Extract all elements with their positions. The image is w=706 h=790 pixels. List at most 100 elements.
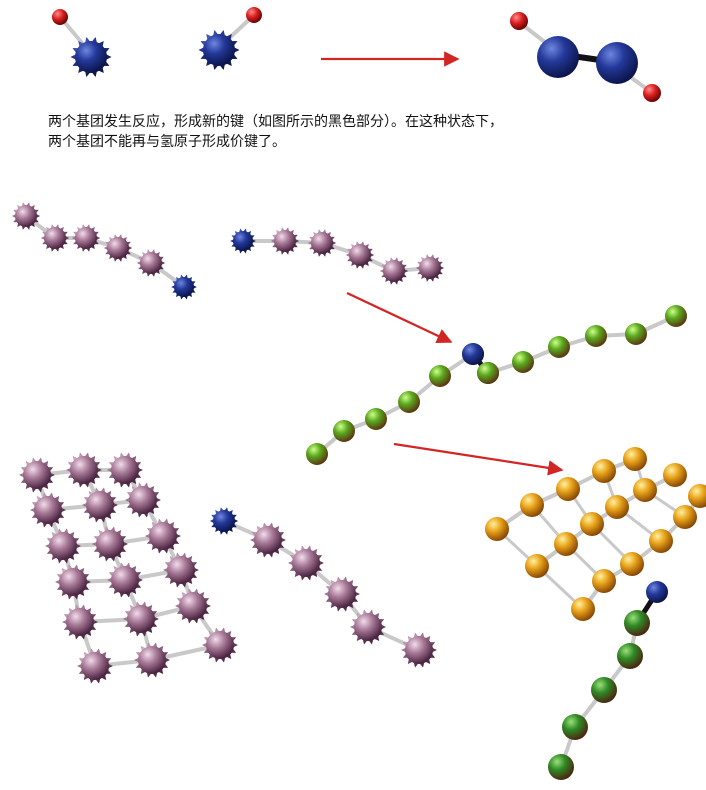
network-mauve-atom-core [23,461,51,489]
caption-line-1: 两个基团发生反应，形成新的键（如图所示的黑色部分）。在这种状态下， [48,114,503,130]
network-mauve-atom [134,642,170,678]
network-mauve-atom [175,588,211,624]
network-mauve-atom-core [127,605,155,633]
orange-atom [485,517,509,541]
network-mauve-atom [123,601,159,637]
reaction-arrow-middle [346,292,453,344]
network-mauve-atom [202,627,238,663]
mauve-chain-right-atom [345,241,375,269]
network-mauve-atom [107,452,143,488]
mauve-chain3-atom-core [292,549,320,577]
network-mauve-atom-core [111,566,139,594]
orange-atom [688,484,706,508]
mauve-chain-left-atom-core [107,237,129,259]
green-chain-left-atom [306,443,328,465]
mauve-chain-right-atom-core [419,257,441,279]
mauve-chain-right-atom [307,229,337,257]
network-mauve-atom-core [70,456,98,484]
orange-atom [520,493,544,517]
mauve-chain-right-atom-core [274,230,296,252]
orange-atom [592,569,616,593]
green-chain-left-atom [333,420,355,442]
green-chain-right-atom [665,305,687,327]
arrow-layer [321,51,564,476]
network-mauve-atom [55,564,91,600]
mauve-chain3-atom [350,609,386,645]
caption-line-2: 两个基团不能再与氢原子形成价键了。 [48,134,286,150]
atom-layer [11,7,706,780]
orange-atom [580,512,604,536]
orange-atom [623,447,647,471]
network-mauve-atom-core [111,456,139,484]
orange-atom [673,505,697,529]
mauve-chain3-atom [324,576,360,612]
product-blue-atom-right [596,42,638,84]
network-mauve-atom-core [138,646,166,674]
network-mauve-atom-core [96,530,124,558]
reaction-arrow-bottom [393,442,564,476]
mauve-chain3-atom-core [254,526,282,554]
mauve-chain-right-atom [379,257,409,285]
green-chain-right-atom [625,323,647,345]
green-chain-right-atom [585,325,607,347]
network-mauve-atom [19,457,55,493]
mauve-chain-left-atom-core [15,205,37,227]
mauve-chain-left-atom [103,234,133,262]
blue-atom-bottom [646,581,668,603]
network-mauve-atom [125,482,161,518]
blue-atom-chain3 [209,507,239,535]
product-red-atom-left [510,12,528,30]
network-mauve-atom-core [129,486,157,514]
network-mauve-atom-core [59,568,87,596]
mauve-chain3-atom [401,632,437,668]
network-mauve-atom [62,604,98,640]
green-chain-left-atom [429,365,451,387]
orange-atom [554,532,578,556]
orange-atom [571,597,595,621]
blue-atom-right-core [203,34,235,66]
mauve-chain-left-atom-core [75,227,97,249]
network-mauve-atom-core [206,631,234,659]
mauve-chain-left-atom [71,224,101,252]
network-mauve-atom [82,487,118,523]
dark-green-chain-atom [562,714,588,740]
dark-green-chain-atom [624,610,650,636]
blue-atom-chain-right [230,228,256,254]
blue-atom-joined-left [462,343,484,365]
network-mauve-atom-core [81,652,109,680]
product-red-atom-right [643,84,661,102]
mauve-chain-right-atom-core [311,232,333,254]
mauve-chain3-atom [288,545,324,581]
green-chain-left-atom [365,408,387,430]
network-mauve-atom [145,518,181,554]
orange-atom [556,477,580,501]
blue-atom-right [198,30,240,70]
red-atom-right [246,7,262,23]
network-mauve-atom [92,526,128,562]
network-mauve-atom [66,452,102,488]
red-atom-left [52,9,68,25]
orange-atom [633,478,657,502]
blue-atom-chain-left-core [174,277,194,297]
network-mauve-atom [107,562,143,598]
network-mauve-atom-core [66,608,94,636]
network-mauve-atom-core [179,592,207,620]
mauve-chain-right-atom-core [349,244,371,266]
mauve-chain3-atom-core [328,580,356,608]
orange-atom [592,459,616,483]
orange-atom [620,552,644,576]
blue-atom-left [70,37,112,77]
green-chain-right-atom [512,351,534,373]
product-blue-atom-left [537,36,579,78]
mauve-chain3-atom-core [354,613,382,641]
orange-atom [649,529,673,553]
dark-green-chain-atom [548,754,574,780]
blue-atom-chain3-core [213,510,235,532]
network-mauve-atom [30,492,66,528]
network-mauve-atom-core [86,491,114,519]
mauve-chain-left-atom [11,202,41,230]
network-mauve-atom-core [167,556,195,584]
mauve-chain3-atom [250,522,286,558]
green-chain-right-atom [548,336,570,358]
